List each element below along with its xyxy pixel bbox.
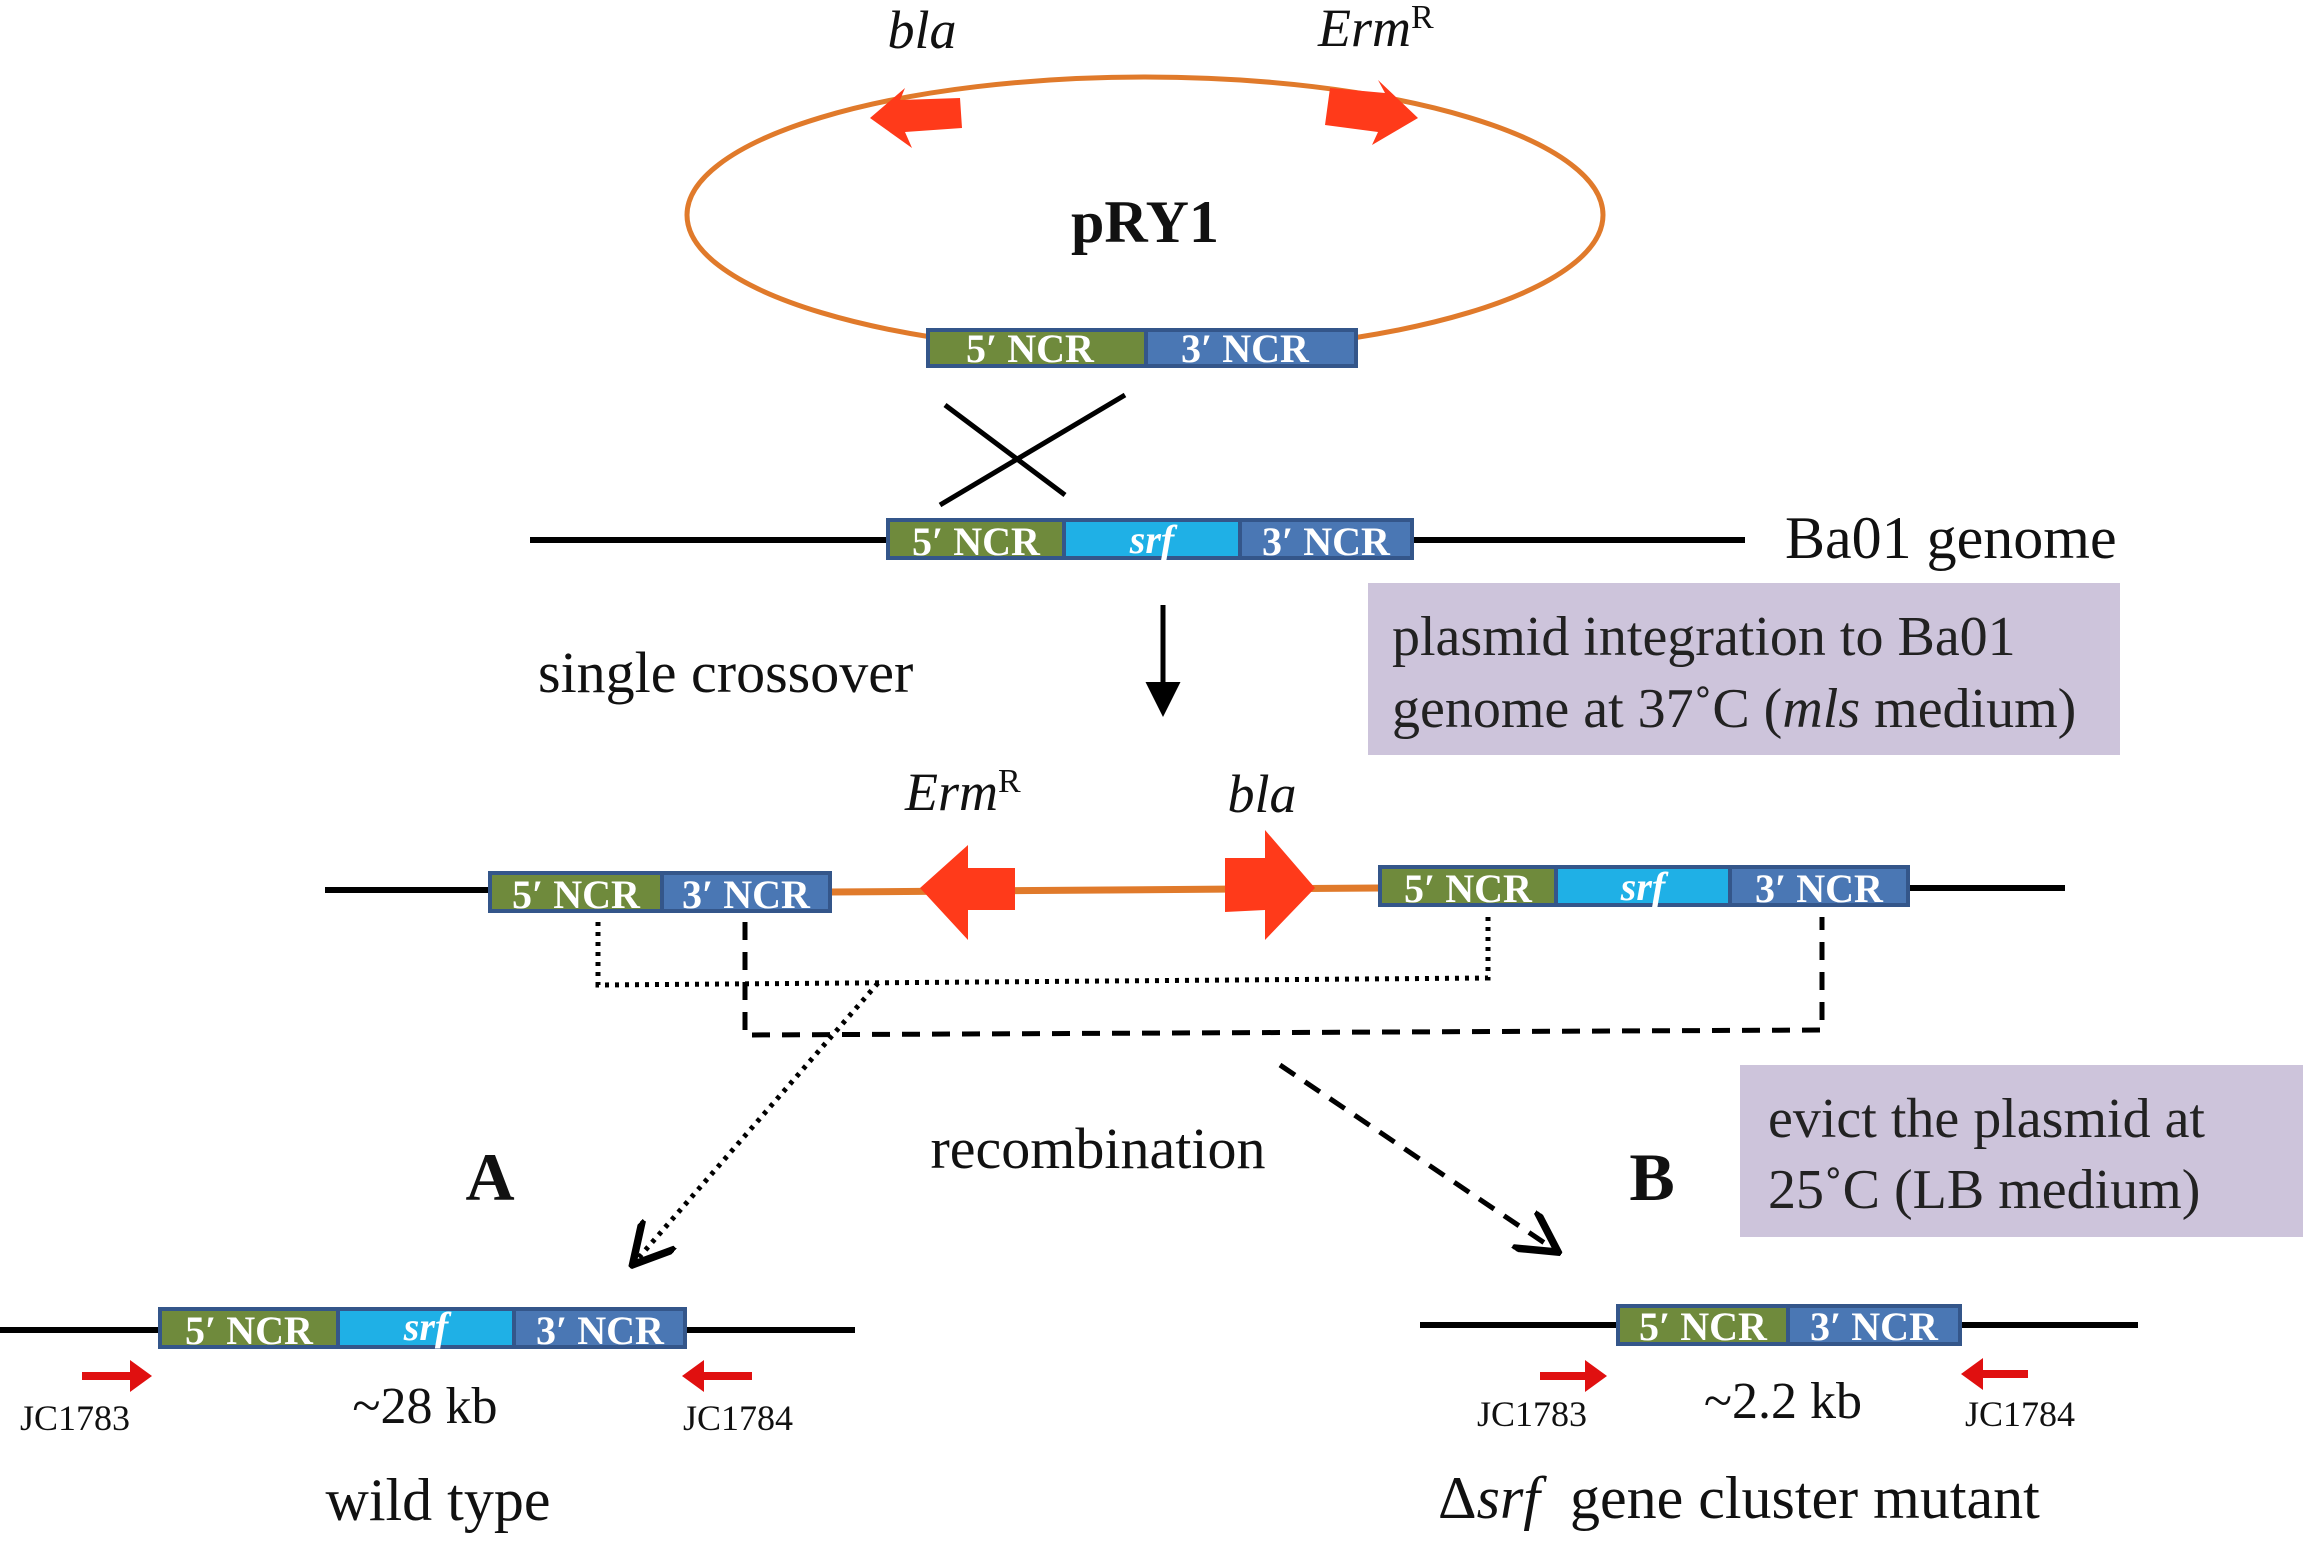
b-caption: Δsrf gene cluster mutant: [1438, 1465, 2040, 1531]
genome-3ncr-box: [1238, 518, 1414, 560]
plasmid-name: pRY1: [1071, 189, 1219, 255]
b-primer-forward-icon: [1540, 1360, 1607, 1392]
plasmid-prY1: bla ErmR pRY1 5′ NCR 3′ NCR: [684, 0, 1606, 371]
genome-3ncr-label: 3′ NCR: [1262, 519, 1391, 564]
b-5ncr-label: 5′ NCR: [1639, 1304, 1768, 1349]
genome-5ncr-label: 5′ NCR: [912, 519, 1041, 564]
erm-arrow-icon: [1325, 80, 1418, 145]
int-bla-arrow-icon: [1225, 830, 1315, 940]
int-left-5ncr-box: [488, 871, 664, 913]
b-size-label: ~2.2 kb: [1704, 1373, 1862, 1430]
b-3ncr-label: 3′ NCR: [1810, 1304, 1939, 1349]
dashed-bracket: [742, 917, 1825, 1038]
b-3ncr-box: [1786, 1304, 1962, 1346]
evict-note-line2: 25˚C (LB medium): [1768, 1159, 2200, 1221]
a-primer-left-label: JC1783: [20, 1398, 130, 1438]
b-primer-reverse-icon: [1961, 1358, 2028, 1390]
int-right-srf-label: srf: [1620, 864, 1669, 909]
single-crossover-label: single crossover: [538, 640, 913, 705]
plasmid-erm-label: ErmR: [1317, 0, 1434, 58]
evict-note-line1: evict the plasmid at: [1768, 1088, 2205, 1150]
genome-label: Ba01 genome: [1785, 505, 2117, 571]
integrated-construct: 5′ NCR 3′ NCR ErmR bla 5′ NCR srf 3′ NCR: [325, 762, 2065, 940]
integration-note-line2: genome at 37˚C (mls medium): [1392, 678, 2076, 740]
int-right-3ncr-box: [1728, 865, 1910, 907]
int-right-5ncr-label: 5′ NCR: [1404, 866, 1533, 911]
int-left-3ncr-box: [660, 871, 832, 913]
int-bla-label: bla: [1227, 764, 1296, 824]
plasmid-3ncr-label: 3′ NCR: [1181, 326, 1310, 371]
evict-note-bg: [1740, 1065, 2303, 1237]
a-3ncr-label: 3′ NCR: [536, 1308, 665, 1353]
b-primer-left-label: JC1783: [1477, 1394, 1587, 1434]
b-primer-right-label: JC1784: [1965, 1394, 2075, 1434]
plasmid-bla-label: bla: [887, 0, 956, 60]
path-a-arrow-icon: [635, 981, 880, 1262]
a-3ncr-box: [512, 1307, 687, 1349]
recombination-label: recombination: [930, 1116, 1265, 1181]
evict-note: evict the plasmid at 25˚C (LB medium): [1740, 1065, 2303, 1237]
int-left-5ncr-label: 5′ NCR: [512, 872, 641, 917]
outcome-b-letter: B: [1629, 1139, 1674, 1215]
a-srf-box: [336, 1307, 516, 1349]
outcome-a-letter: A: [465, 1139, 514, 1215]
int-erm-label: ErmR: [904, 762, 1021, 822]
a-primer-right-label: JC1784: [683, 1398, 793, 1438]
ba01-genome: 5′ NCR srf 3′ NCR Ba01 genome: [530, 505, 2117, 571]
a-caption: wild type: [326, 1467, 551, 1533]
genome-5ncr-box: [886, 518, 1066, 560]
bla-arrow-icon: [870, 88, 962, 148]
crossover-mark: [938, 392, 1127, 508]
a-primer-forward-icon: [82, 1360, 152, 1392]
plasmid-3ncr-box: [1144, 328, 1358, 368]
plasmid-5ncr-label: 5′ NCR: [966, 326, 1095, 371]
dotted-bracket: [595, 917, 1491, 988]
path-b-arrow-icon: [1278, 1062, 1555, 1250]
int-right-3ncr-label: 3′ NCR: [1755, 866, 1884, 911]
genome-srf-label: srf: [1129, 517, 1178, 562]
int-right-srf-box: [1554, 865, 1732, 907]
integration-note-bg: [1368, 583, 2120, 755]
outcome-a: A 5′ NCR srf 3′ NCR JC1783 JC1784 ~28 kb…: [0, 1139, 855, 1533]
integration-note-line1: plasmid integration to Ba01: [1392, 606, 2016, 668]
integration-note: plasmid integration to Ba01 genome at 37…: [1368, 583, 2120, 755]
a-size-label: ~28 kb: [352, 1378, 497, 1435]
int-left-3ncr-label: 3′ NCR: [682, 872, 811, 917]
int-right-5ncr-box: [1378, 865, 1558, 907]
a-primer-reverse-icon: [682, 1360, 752, 1392]
a-srf-label: srf: [403, 1304, 452, 1349]
recombination-paths: [595, 917, 1825, 1262]
outcome-b: B 5′ NCR 3′ NCR JC1783 JC1784 ~2.2 kb Δs…: [1420, 1139, 2138, 1531]
a-5ncr-label: 5′ NCR: [185, 1308, 314, 1353]
int-erm-arrow-icon: [920, 845, 1015, 940]
